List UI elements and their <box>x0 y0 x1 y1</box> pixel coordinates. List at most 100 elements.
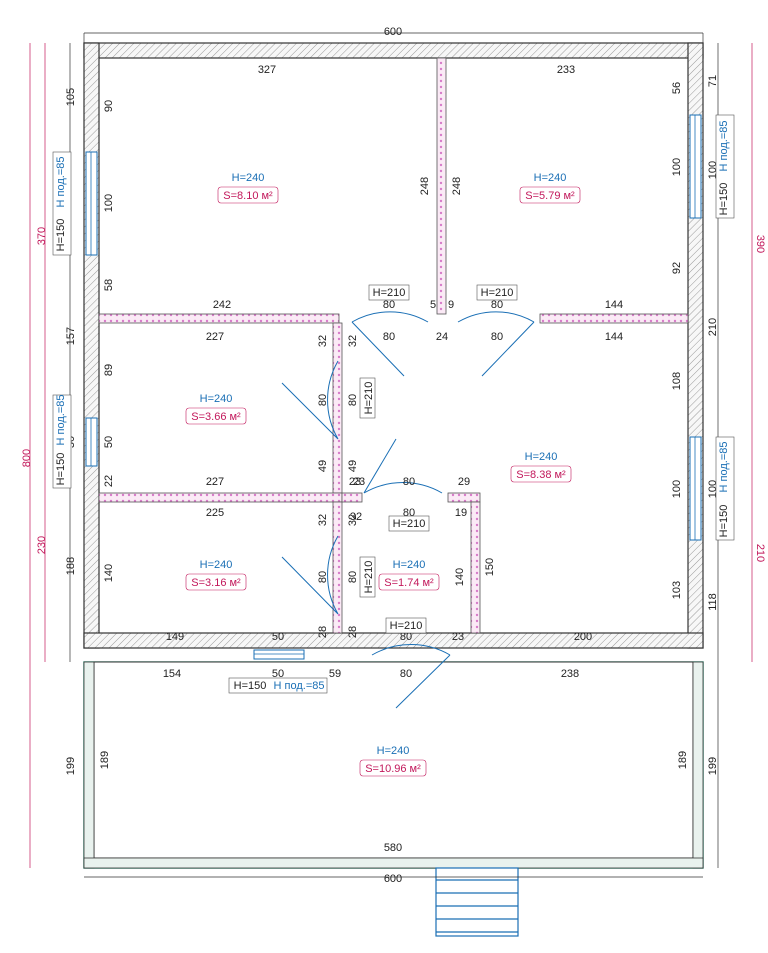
room-5-area: S=3.16 м² <box>191 577 241 589</box>
dim-227b: 227 <box>206 476 224 488</box>
dim-580: 580 <box>384 842 402 854</box>
room-7-height: H=240 <box>377 745 410 757</box>
dim-left-199: 199 <box>65 757 77 775</box>
room-4-area: S=8.38 м² <box>516 469 566 481</box>
dim-v-150: 150 <box>484 558 496 576</box>
dim-right-100a: 100 <box>671 158 683 176</box>
dim-80-c: 80 <box>383 331 395 343</box>
door-tag-1: H=210 <box>373 287 406 299</box>
window-4-sill: H под.=85 <box>718 442 730 493</box>
stairs <box>435 867 519 937</box>
door-tag-6: H=210 <box>390 620 423 632</box>
door-tag-5: H=210 <box>363 561 375 594</box>
room-4-labels: H=240 S=8.38 м² <box>510 451 572 483</box>
dim-v-49b: 49 <box>347 460 359 472</box>
room-5-height: H=240 <box>200 559 233 571</box>
dim-23a: 23 <box>349 476 361 488</box>
dim-left-89: 89 <box>103 364 115 376</box>
dim-248b: 248 <box>451 177 463 195</box>
dim-v-28a: 28 <box>317 626 329 638</box>
dim-left-22: 22 <box>103 475 115 487</box>
room-7-labels: H=240 S=10.96 м² <box>359 745 427 777</box>
dim-v-32c: 32 <box>317 514 329 526</box>
partitions <box>98 57 689 634</box>
dim-225: 225 <box>206 507 224 519</box>
room-5-labels: H=240 S=3.16 м² <box>185 559 247 591</box>
dim-80-h: 80 <box>400 631 412 643</box>
dim-right-56: 56 <box>671 82 683 94</box>
dim-bottom-600: 600 <box>384 873 402 885</box>
room-3-labels: H=240 S=3.66 м² <box>185 393 247 425</box>
dim-right-390: 390 <box>754 235 766 253</box>
dim-154: 154 <box>163 668 181 680</box>
dim-144a: 144 <box>605 299 623 311</box>
dim-5: 5 <box>430 299 436 311</box>
dim-left-800: 800 <box>21 449 33 467</box>
dim-left-370: 370 <box>36 227 48 245</box>
window-5-height: H=150 <box>234 680 267 692</box>
dim-left-105: 105 <box>65 88 77 106</box>
window-2-sill: H под.=85 <box>55 395 67 446</box>
dim-right-118: 118 <box>707 593 719 611</box>
dim-left-100: 100 <box>103 194 115 212</box>
dim-right-71: 71 <box>707 75 719 87</box>
dim-v-140: 140 <box>454 568 466 586</box>
dim-v-28b: 28 <box>347 626 359 638</box>
dim-left-90: 90 <box>103 100 115 112</box>
window-1-sill: H под.=85 <box>55 157 67 208</box>
dim-80-f: 80 <box>403 476 415 488</box>
dim-29: 29 <box>458 476 470 488</box>
dim-19: 19 <box>455 507 467 519</box>
dim-233: 233 <box>557 64 575 76</box>
dim-left-157: 157 <box>65 327 77 345</box>
dim-v-80a: 80 <box>317 394 329 406</box>
dim-9: 9 <box>448 299 454 311</box>
dim-left-189: 189 <box>99 751 111 769</box>
room-6-area: S=1.74 м² <box>384 577 434 589</box>
room-1-height: H=240 <box>232 172 265 184</box>
dim-v-80b: 80 <box>347 394 359 406</box>
dim-right-210: 210 <box>754 544 766 562</box>
room-1-area: S=8.10 м² <box>223 190 273 202</box>
dim-327: 327 <box>258 64 276 76</box>
dim-80-d: 80 <box>491 331 503 343</box>
dim-80-a: 80 <box>383 299 395 311</box>
dim-right-100c: 100 <box>671 480 683 498</box>
dim-right-92: 92 <box>671 262 683 274</box>
window-3-sill: H под.=85 <box>718 121 730 172</box>
dim-v-80c: 80 <box>317 571 329 583</box>
dim-238: 238 <box>561 668 579 680</box>
dim-149: 149 <box>166 631 184 643</box>
dim-right-103: 103 <box>671 581 683 599</box>
room-3-area: S=3.66 м² <box>191 411 241 423</box>
dim-227a: 227 <box>206 331 224 343</box>
door-tag-2: H=210 <box>481 287 514 299</box>
windows <box>85 114 702 660</box>
dim-248a: 248 <box>419 177 431 195</box>
room-3-height: H=240 <box>200 393 233 405</box>
door-tag-3: H=210 <box>363 382 375 415</box>
dim-32e: 32 <box>350 511 362 523</box>
dim-right-199: 199 <box>707 757 719 775</box>
dim-59: 59 <box>329 668 341 680</box>
room-1-labels: H=240 S=8.10 м² <box>217 172 279 204</box>
room-7-area: S=10.96 м² <box>365 763 421 775</box>
window-4-height: H=150 <box>718 505 730 538</box>
dim-v-32a: 32 <box>317 335 329 347</box>
dim-right-189: 189 <box>677 751 689 769</box>
room-2-labels: H=240 S=5.79 м² <box>519 172 581 204</box>
dim-left-230: 230 <box>36 536 48 554</box>
dim-23c: 23 <box>353 476 365 488</box>
room-2-area: S=5.79 м² <box>525 190 575 202</box>
room-4-height: H=240 <box>525 451 558 463</box>
dim-right-108: 108 <box>671 372 683 390</box>
room-6-height: H=240 <box>393 559 426 571</box>
dim-144b: 144 <box>605 331 623 343</box>
doors <box>281 311 535 709</box>
dim-right-210: 210 <box>707 318 719 336</box>
dim-left-58: 58 <box>103 279 115 291</box>
room-2-height: H=240 <box>534 172 567 184</box>
outer-walls <box>83 42 704 649</box>
dim-23b: 23 <box>452 631 464 643</box>
terrace-outline <box>83 661 704 869</box>
